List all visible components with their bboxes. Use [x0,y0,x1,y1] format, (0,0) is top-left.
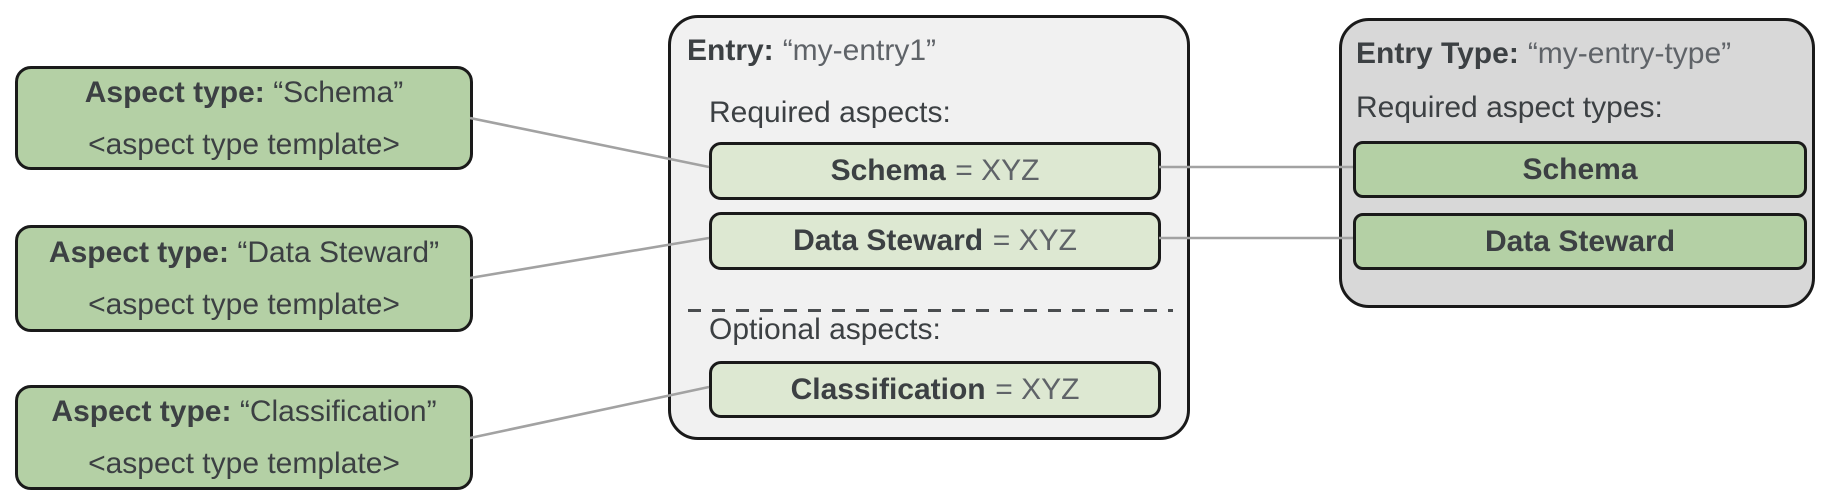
aspect-value: = XYZ [992,224,1077,257]
aspect-type-name: “Classification” [239,395,437,428]
aspect-type-label: Aspect type: [51,395,232,428]
entry-type-title: Entry Type:“my-entry-type” [1356,36,1731,72]
entry-name: “my-entry1” [782,34,937,67]
aspect-type-label: Aspect type: [48,236,229,269]
aspect-type-card-title: Aspect type:“Classification” [51,395,436,428]
optional-aspects-heading: Optional aspects: [709,313,941,346]
aspect-type-template: <aspect type template> [88,127,400,161]
aspect-type-chip-label: Schema [1522,152,1638,186]
entry-type-label: Entry Type: [1356,37,1519,70]
entry-type-name: “my-entry-type” [1527,37,1732,70]
aspect-type-template: <aspect type template> [88,288,400,321]
aspect-type-card-title: Aspect type:“Data Steward” [49,236,439,269]
aspect-type-name: “Data Steward” [237,236,440,269]
required-aspect-types-heading: Required aspect types: [1356,91,1663,124]
required-aspects-heading: Required aspects: [709,96,951,129]
aspect-type-template: <aspect type template> [88,447,400,480]
aspect-name: Classification [790,372,986,406]
entry-type-panel: Entry Type:“my-entry-type” Required aspe… [1339,18,1815,308]
aspect-type-name: “Schema” [273,75,404,109]
aspect-type-card-data-steward: Aspect type:“Data Steward” <aspect type … [15,225,473,332]
entry-title: Entry:“my-entry1” [687,33,936,69]
entry-panel: Entry:“my-entry1” Required aspects: Sche… [668,15,1190,440]
aspect-type-chip-data-steward: Data Steward [1353,213,1807,270]
aspect-value: = XYZ [955,154,1040,187]
aspect-type-chip-schema: Schema [1353,141,1807,198]
aspect-chip-schema: Schema = XYZ [709,142,1161,200]
aspect-type-label: Aspect type: [84,75,265,109]
aspect-type-card-title: Aspect type:“Schema” [85,76,403,109]
aspect-type-chip-label: Data Steward [1484,224,1676,258]
dashed-divider [688,309,1173,312]
aspect-type-card-classification: Aspect type:“Classification” <aspect typ… [15,385,473,490]
aspect-chip-data-steward: Data Steward= XYZ [709,212,1161,270]
aspect-value: = XYZ [995,372,1080,406]
aspect-name: Schema [830,154,946,187]
aspect-type-card-schema: Aspect type:“Schema” <aspect type templa… [15,66,473,170]
aspect-name: Data Steward [793,224,984,257]
entry-label: Entry: [687,34,774,67]
aspect-chip-classification: Classification = XYZ [709,361,1161,418]
